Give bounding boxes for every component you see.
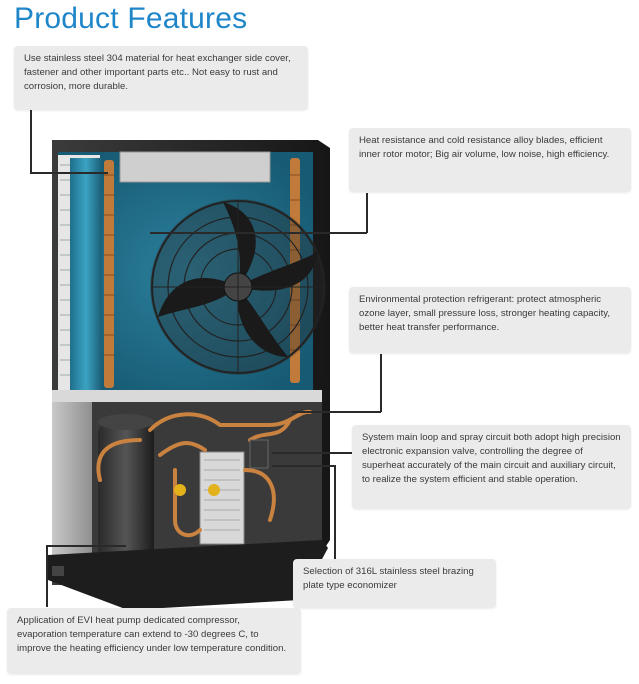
control-box [119,151,271,183]
base-tray [48,540,328,610]
divider-plate [52,390,322,402]
leader-line [30,110,32,172]
callout-economizer: Selection of 316L stainless steel brazin… [293,559,496,608]
leader-line [334,465,336,560]
leader-line [380,354,382,412]
leader-line [292,411,381,413]
economizer [199,451,245,545]
leader-line [46,545,48,607]
leader-line [150,232,367,234]
callout-compressor: Application of EVI heat pump dedicated c… [7,608,301,674]
leader-line [366,193,368,233]
callout-refrigerant: Environmental protection refrigerant: pr… [349,287,631,353]
leader-line [30,172,108,174]
leader-line [272,465,335,467]
compressor [98,420,154,565]
leader-line [46,545,126,547]
page-title: Product Features [14,2,248,35]
leader-line [272,452,352,454]
callout-expansion-valve: System main loop and spray circuit both … [352,425,631,509]
callout-fan-blades: Heat resistance and cold resistance allo… [349,128,631,192]
callout-stainless-steel: Use stainless steel 304 material for hea… [14,46,308,110]
fan [150,199,326,375]
